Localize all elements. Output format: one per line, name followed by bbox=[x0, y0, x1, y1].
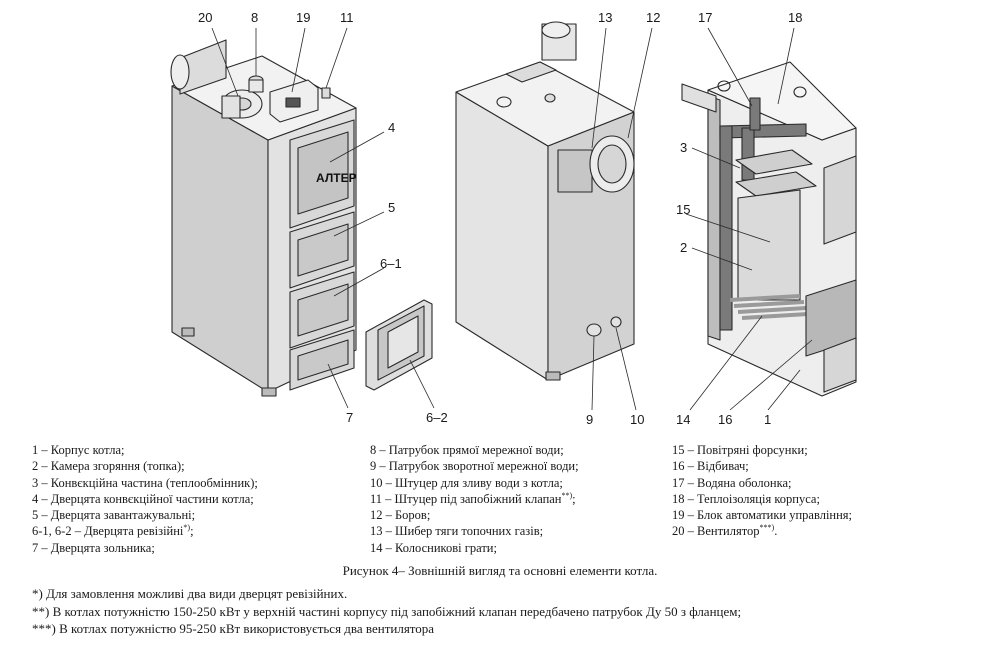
legend-item-punctuation: . bbox=[774, 524, 778, 539]
front-doors bbox=[289, 119, 355, 391]
legend-item: 1 – Корпус котла; bbox=[32, 442, 258, 458]
callout-9: 9 bbox=[586, 412, 593, 427]
legend-item-punctuation: ; bbox=[190, 524, 194, 539]
boiler-rear-view bbox=[455, 21, 635, 381]
legend-item-text: 8 – Патрубок прямої мережної води; bbox=[370, 443, 564, 457]
legend-item-text: 5 – Дверцята завантажувальні; bbox=[32, 508, 196, 523]
callout-19: 19 bbox=[296, 10, 310, 25]
footnote: **) В котлах потужністю 150-250 кВт у ве… bbox=[32, 603, 742, 619]
callout-20: 20 bbox=[198, 10, 212, 25]
legend-item-footnote-mark: *) bbox=[183, 523, 191, 533]
legend-item-text: 17 – Водяна оболонка; bbox=[672, 475, 792, 490]
legend-item: 16 – Відбивач; bbox=[672, 458, 852, 474]
callout-1: 1 bbox=[764, 412, 771, 427]
legend-item: 18 – Теплоізоляція корпуса; bbox=[672, 491, 852, 507]
callout-labels: 20 8 19 11 4 5 6–1 7 6–2 13 12 9 10 17 1… bbox=[198, 10, 802, 427]
legend-item: 17 – Водяна оболонка; bbox=[672, 475, 852, 491]
callout-13: 13 bbox=[598, 10, 612, 25]
flue-outlet bbox=[557, 135, 635, 193]
grate-bars bbox=[729, 294, 809, 320]
legend-item: 11 – Штуцер під запобіжний клапан**); bbox=[370, 491, 579, 507]
legend-item-text: 20 – Вентилятор bbox=[672, 524, 760, 539]
legend-item: 15 – Повітряні форсунки; bbox=[672, 442, 852, 458]
legend-item-text: 1 – Корпус котла; bbox=[32, 443, 125, 457]
legend-item-text: 15 – Повітряні форсунки; bbox=[672, 443, 808, 457]
legend-item-text: 6-1, 6-2 – Дверцята ревізійні bbox=[32, 524, 184, 539]
legend-column-1: 1 – Корпус котла; 2 – Камера згоряння (то… bbox=[32, 442, 258, 556]
legend-item-text: 19 – Блок автоматики управління; bbox=[672, 508, 853, 523]
footnote: *) Для замовлення можливі два види дверц… bbox=[32, 586, 348, 601]
figure-caption: Рисунок 4– Зовнішній вигляд та основні е… bbox=[342, 563, 658, 578]
callout-8: 8 bbox=[251, 10, 258, 25]
legend-item-text: 7 – Дверцята зольника; bbox=[32, 540, 155, 555]
callout-15: 15 bbox=[676, 202, 690, 217]
legend-item: 19 – Блок автоматики управління; bbox=[672, 507, 852, 523]
callout-16: 16 bbox=[718, 412, 732, 427]
legend-item: 12 – Боров; bbox=[370, 507, 579, 523]
callout-5: 5 bbox=[388, 200, 395, 215]
legend-item-text: 9 – Патрубок зворотної мережної води; bbox=[370, 459, 579, 474]
callout-14: 14 bbox=[676, 412, 690, 427]
legend-column-2: 8 – Патрубок прямої мережної води; 9 – Па… bbox=[370, 442, 579, 556]
callout-18: 18 bbox=[788, 10, 802, 25]
legend-item: 20 – Вентилятор***). bbox=[672, 523, 852, 539]
legend-item: 3 – Конвєкційна частина (теплообмінник); bbox=[32, 475, 258, 491]
legend-item: 10 – Штуцер для зливу води з котла; bbox=[370, 475, 579, 491]
legend-item: 9 – Патрубок зворотної мережної води; bbox=[370, 458, 579, 474]
legend-item: 6-1, 6-2 – Дверцята ревізійні*); bbox=[32, 523, 258, 539]
revision-door-detail bbox=[365, 299, 433, 391]
callout-3: 3 bbox=[680, 140, 687, 155]
legend-item-text: 14 – Колосникові грати; bbox=[370, 540, 497, 555]
leader-lines bbox=[211, 27, 813, 411]
callout-12: 12 bbox=[646, 10, 660, 25]
boiler-cutaway-view bbox=[681, 61, 857, 397]
callout-17: 17 bbox=[698, 10, 712, 25]
footnotes: *) Для замовлення можливі два види дверц… bbox=[32, 585, 741, 638]
boiler-figure: АЛТЕР bbox=[170, 10, 857, 427]
legend-item-footnote-mark: **) bbox=[561, 490, 573, 500]
callout-11: 11 bbox=[340, 10, 354, 25]
legend-item: 4 – Дверцята конвєкційної частини котла; bbox=[32, 491, 258, 507]
legend-item: 14 – Колосникові грати; bbox=[370, 540, 579, 556]
callout-4: 4 bbox=[388, 120, 395, 135]
callout-6-1: 6–1 bbox=[380, 256, 402, 271]
legend-item: 5 – Дверцята завантажувальні; bbox=[32, 507, 258, 523]
legend-item-text: 11 – Штуцер під запобіжний клапан bbox=[370, 491, 562, 506]
footnote: ***) В котлах потужністю 95-250 кВт вико… bbox=[32, 621, 435, 636]
fan-unit bbox=[221, 89, 263, 119]
legend-item: 2 – Камера згоряння (топка); bbox=[32, 458, 258, 474]
legend-item: 13 – Шибер тяги топочних газів; bbox=[370, 523, 579, 539]
legend-item-text: 3 – Конвєкційна частина (теплообмінник); bbox=[32, 475, 258, 490]
brand-label: АЛТЕР bbox=[316, 171, 357, 185]
legend-item: 8 – Патрубок прямої мережної води; bbox=[370, 442, 579, 458]
legend-item-text: 13 – Шибер тяги топочних газів; bbox=[370, 524, 544, 539]
callout-2: 2 bbox=[680, 240, 687, 255]
callout-6-2: 6–2 bbox=[426, 410, 448, 425]
legend-column-3: 15 – Повітряні форсунки; 16 – Відбивач;17… bbox=[672, 442, 852, 540]
callout-7: 7 bbox=[346, 410, 353, 425]
legend-item-punctuation: ; bbox=[572, 491, 576, 506]
legend-item-text: 4 – Дверцята конвєкційної частини котла; bbox=[32, 491, 254, 506]
legend-item: 7 – Дверцята зольника; bbox=[32, 540, 258, 556]
callout-10: 10 bbox=[630, 412, 644, 427]
legend-item-text: 10 – Штуцер для зливу води з котла; bbox=[370, 475, 563, 490]
boiler-front-view bbox=[170, 39, 357, 397]
legend-item-text: 12 – Боров; bbox=[370, 508, 431, 523]
legend-item-footnote-mark: ***) bbox=[759, 523, 775, 533]
legend-item-text: 16 – Відбивач; bbox=[672, 459, 749, 474]
legend-item-text: 18 – Теплоізоляція корпуса; bbox=[672, 491, 820, 506]
legend-item-text: 2 – Камера згоряння (топка); bbox=[32, 459, 185, 474]
control-unit bbox=[269, 79, 319, 123]
